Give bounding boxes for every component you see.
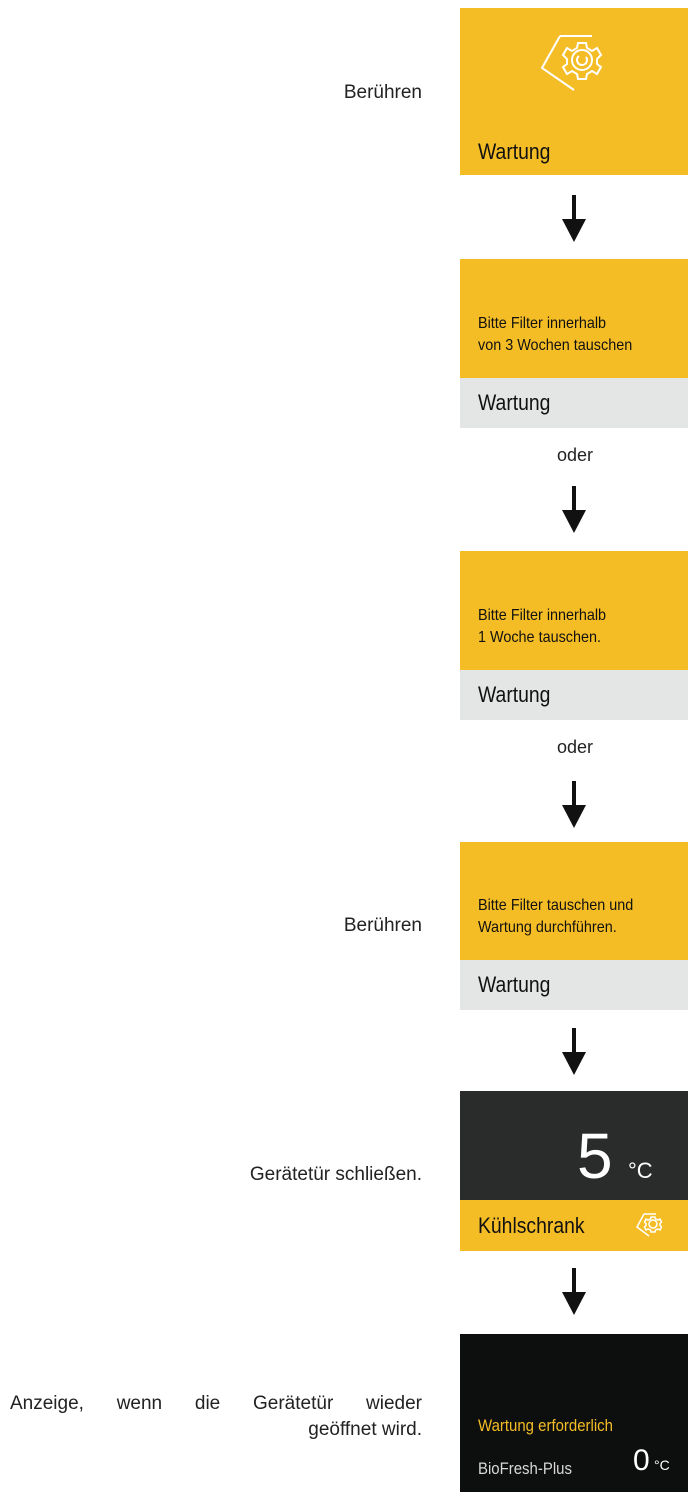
oder-label: oder [556,445,594,465]
filter-message-text: Bitte Filter innerhalb 1 Woche tauschen. [478,605,606,649]
maintenance-tile[interactable]: Wartung [460,8,688,175]
oder-label: oder [556,737,594,757]
maintenance-gear-icon [636,1213,663,1237]
step-label-reopen-line1: Anzeige, wenn die Gerätetür wieder [10,1393,422,1414]
filter-message-line1: Bitte Filter innerhalb [478,315,607,332]
filter-message-line2: von 3 Wochen tauschen [478,337,633,354]
down-arrow-icon [562,1268,586,1315]
filter-message-replace-now[interactable]: Bitte Filter tauschen und Wartung durchf… [460,842,688,960]
maintenance-bar-title: Wartung [478,972,551,997]
down-arrow-icon [562,1028,586,1075]
zone-temperature-unit: °C [654,1457,670,1473]
maintenance-gear-icon [540,35,603,91]
fridge-zone-bar[interactable]: Kühlschrank [460,1200,688,1251]
maintenance-bar-title: Wartung [478,390,551,415]
fridge-temperature-display: 5 °C [460,1091,688,1200]
door-reopen-display: Wartung erforderlich BioFresh-Plus 0 °C [460,1334,688,1492]
step-label-close-door: Gerätetür schließen. [249,1164,422,1185]
fridge-temperature-value: 5 [577,1120,613,1192]
step-label-touch: Berühren [343,915,422,936]
filter-message-line1: Bitte Filter tauschen und [478,897,634,914]
maintenance-bar[interactable]: Wartung [460,378,688,428]
fridge-zone-title: Kühlschrank [478,1213,585,1238]
maintenance-bar[interactable]: Wartung [460,960,688,1010]
filter-message-3-weeks: Bitte Filter innerhalb von 3 Wochen taus… [460,259,688,378]
maintenance-bar-title: Wartung [478,682,551,707]
maintenance-bar[interactable]: Wartung [460,670,688,720]
down-arrow-icon [562,486,586,533]
filter-message-line2: 1 Woche tauschen. [478,629,602,646]
maintenance-tile-title: Wartung [478,139,551,164]
maintenance-required-alert: Wartung erforderlich [478,1416,613,1435]
zone-temperature-value: 0 [633,1444,650,1477]
step-label-touch: Berühren [343,82,422,103]
filter-message-text: Bitte Filter innerhalb von 3 Wochen taus… [478,313,632,357]
filter-message-line2: Wartung durchführen. [478,919,617,936]
step-label-reopen-line2: geöffnet wird. [308,1419,422,1440]
filter-message-text: Bitte Filter tauschen und Wartung durchf… [478,895,633,939]
down-arrow-icon [562,781,586,828]
fridge-temperature-unit: °C [628,1158,653,1183]
filter-message-1-week: Bitte Filter innerhalb 1 Woche tauschen. [460,551,688,670]
filter-message-line1: Bitte Filter innerhalb [478,607,607,624]
zone-name: BioFresh-Plus [478,1459,572,1478]
down-arrow-icon [562,195,586,242]
step-label-reopen: Anzeige, wenn die Gerätetür wieder geöff… [10,1391,422,1443]
